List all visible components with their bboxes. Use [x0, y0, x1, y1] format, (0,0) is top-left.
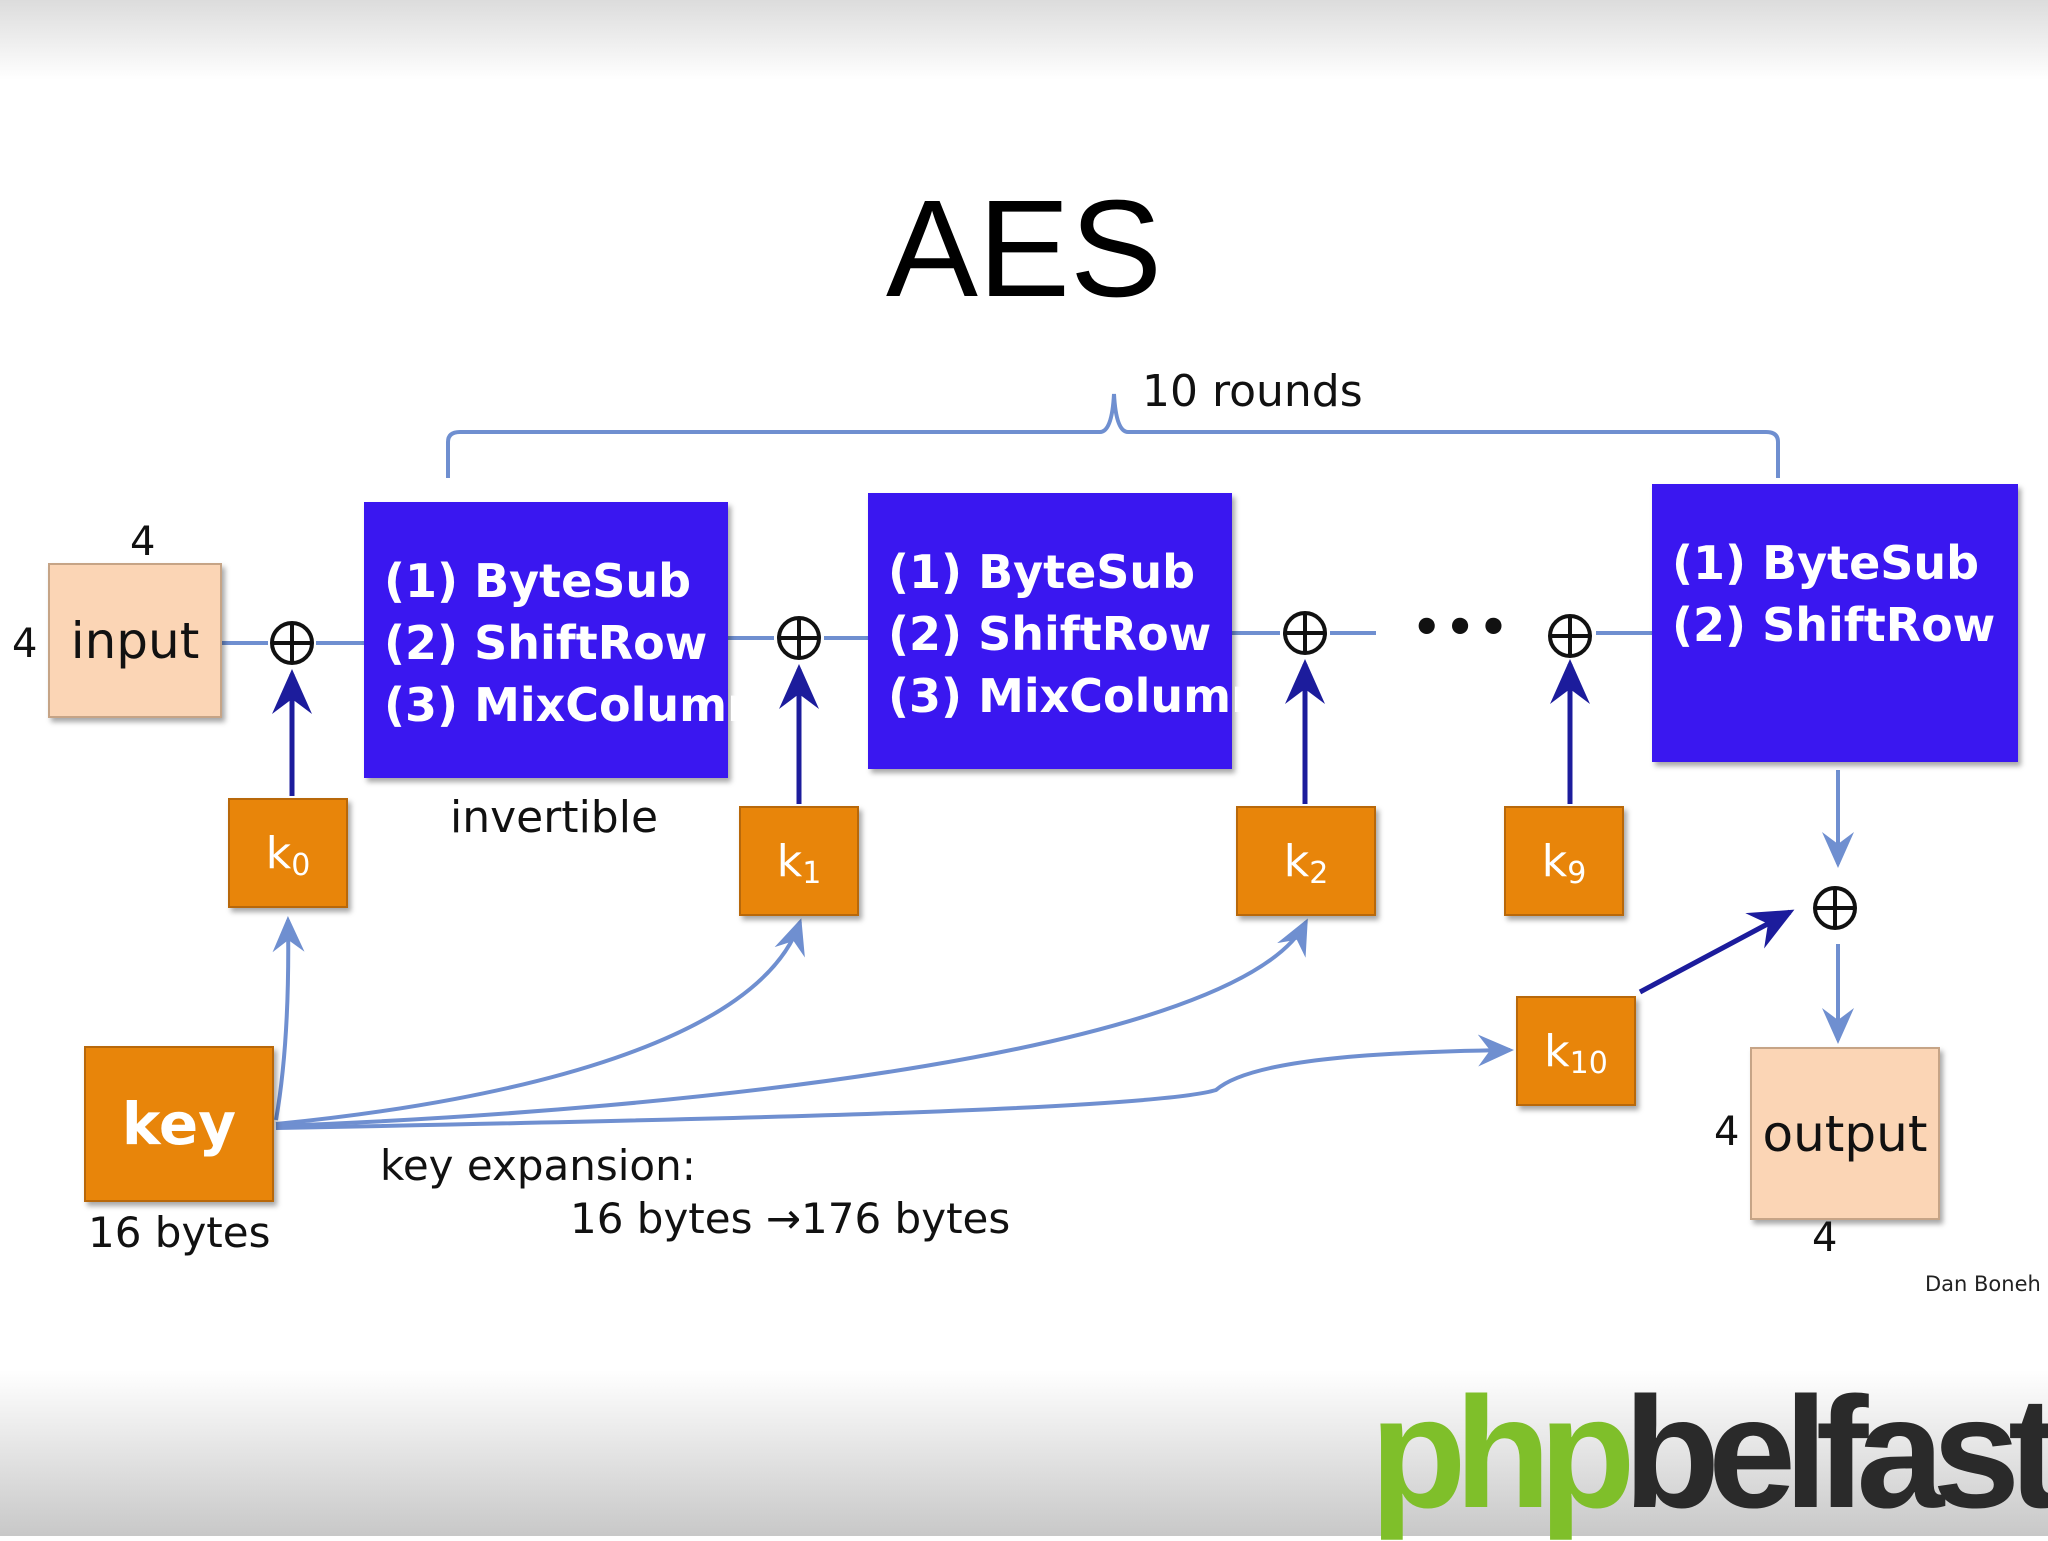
output-dim-bottom: 4 — [1812, 1215, 1838, 1261]
key-subscript: 9 — [1567, 855, 1587, 891]
round-step: (2) ShiftRow — [888, 607, 1212, 661]
slide-title: AES — [885, 172, 1163, 326]
rounds-ellipsis: ••• — [1412, 600, 1513, 654]
xor-icon — [1813, 886, 1857, 930]
author-credit: Dan Boneh — [1925, 1272, 2041, 1296]
key-subscript: 1 — [802, 855, 822, 891]
xor-icon — [1548, 614, 1592, 658]
master-key-label: key — [121, 1090, 237, 1158]
master-key-size: 16 bytes — [88, 1208, 271, 1257]
bottom-gradient — [0, 1370, 2048, 1536]
key-base: k — [265, 827, 292, 879]
output-label: output — [1762, 1104, 1928, 1163]
key-base: k — [1283, 835, 1310, 887]
phpbelfast-logo: phpbelfast — [1370, 1370, 2048, 1536]
input-block: input — [48, 563, 222, 718]
logo-part-php: php — [1370, 1365, 1636, 1541]
round-step: (1) ByteSub — [384, 554, 692, 608]
key-base: k — [776, 835, 803, 887]
key-expansion-sizes: 16 bytes →176 bytes — [570, 1194, 1011, 1243]
round-step: (3) MixColumn — [888, 669, 1264, 723]
arrow-k10-xorfinal — [1638, 909, 1795, 995]
arrow-key-k0 — [272, 916, 305, 1121]
key-base: k — [1544, 1025, 1570, 1077]
key-expansion-label: key expansion: — [380, 1141, 696, 1190]
input-label: input — [70, 611, 200, 670]
invertible-label: invertible — [450, 792, 659, 843]
output-dim-left: 4 — [1714, 1109, 1740, 1155]
arrow-key-k1 — [275, 918, 805, 1126]
arrow-key-k10 — [275, 1034, 1514, 1130]
key-subscript: 10 — [1569, 1045, 1608, 1081]
xor-icon — [1283, 611, 1327, 655]
key-base: k — [1541, 835, 1568, 887]
input-dim-left: 4 — [12, 621, 38, 667]
key-subscript: 0 — [291, 847, 311, 883]
round-block-final: (1) ByteSub (2) ShiftRow — [1652, 484, 2018, 762]
round-step: (2) ShiftRow — [384, 616, 708, 670]
rounds-label: 10 rounds — [1142, 366, 1363, 417]
top-gradient — [0, 0, 2048, 80]
round-step: (1) ByteSub — [888, 545, 1196, 599]
xor-icon — [777, 616, 821, 660]
logo-part-belfast: belfast — [1623, 1365, 2048, 1541]
round-block-1: (1) ByteSub (2) ShiftRow (3) MixColumn — [364, 502, 760, 778]
rounds-brace — [446, 393, 1780, 478]
arrow-key-k2 — [275, 918, 1308, 1128]
master-key-block: key — [84, 1046, 274, 1202]
round-block-2: (1) ByteSub (2) ShiftRow (3) MixColumn — [868, 493, 1264, 769]
round-step: (1) ByteSub — [1672, 536, 1980, 590]
round-step: (3) MixColumn — [384, 678, 760, 732]
output-block: output — [1750, 1047, 1940, 1220]
round-step: (2) ShiftRow — [1672, 598, 1996, 652]
input-dim-top: 4 — [130, 519, 156, 565]
key-subscript: 2 — [1309, 855, 1329, 891]
xor-icon — [270, 621, 314, 665]
